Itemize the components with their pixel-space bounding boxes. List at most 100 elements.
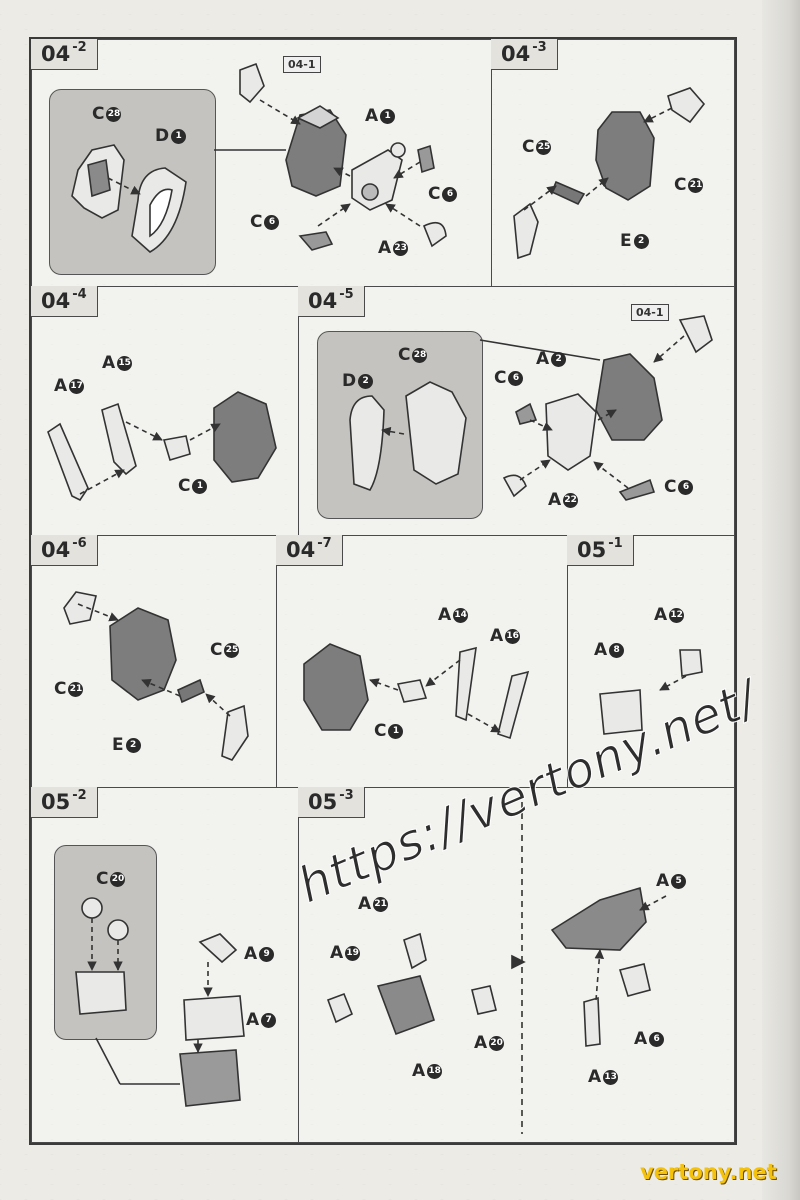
arm-link-a14 xyxy=(455,646,477,722)
part-a12 xyxy=(679,649,703,677)
small-part-c6 xyxy=(417,144,435,174)
step-number: 05-2 xyxy=(31,787,98,818)
cap-part-c1 xyxy=(162,435,191,461)
page-binding-edge xyxy=(762,0,800,1200)
upper-body-assembly xyxy=(550,886,647,951)
step-number: 05-1 xyxy=(567,535,634,566)
part-a9 xyxy=(198,933,238,964)
body-assembly xyxy=(376,975,435,1036)
pin-part-e2 xyxy=(550,180,586,206)
arm-link-a15 xyxy=(101,402,137,476)
part-a7 xyxy=(183,995,245,1041)
part-a20 xyxy=(471,985,497,1015)
step-number: 04-7 xyxy=(276,535,343,566)
ring-part-d2 xyxy=(349,395,385,491)
small-part-04-1 xyxy=(678,315,713,354)
armor-housing xyxy=(303,643,369,731)
connector-part-c25 xyxy=(221,704,249,761)
sub-assembly xyxy=(75,971,127,1015)
small-part-c6 xyxy=(298,231,334,251)
cap-part-c1 xyxy=(396,679,428,703)
part-a6 xyxy=(618,963,651,997)
step-number: 04-4 xyxy=(31,286,98,317)
shoulder-armor-assembly xyxy=(595,353,663,441)
part-a13 xyxy=(583,996,601,1047)
step-panel-05-3: 05-3 xyxy=(298,787,735,1143)
armor-housing xyxy=(109,607,177,701)
arm-link-a16 xyxy=(497,670,530,740)
cover-part-c21 xyxy=(667,87,706,124)
step-reference-box: 04-1 xyxy=(283,56,321,73)
arm-link-a17 xyxy=(47,422,89,502)
step-number: 04-5 xyxy=(298,286,365,317)
shoulder-armor-assembly xyxy=(285,105,347,197)
part-c20 xyxy=(107,919,129,941)
armor-housing xyxy=(213,391,277,483)
small-part-c6 xyxy=(515,402,538,425)
small-part-04-1 xyxy=(239,62,265,104)
ring-part-d1 xyxy=(131,167,187,253)
step-number: 04-2 xyxy=(31,39,98,70)
step-reference-box: 04-1 xyxy=(631,304,669,321)
step-number: 05-3 xyxy=(298,787,365,818)
joint-part-a2 xyxy=(545,393,597,471)
next-arrow-icon xyxy=(511,954,526,970)
pin-part-e2 xyxy=(177,678,205,704)
small-part-c6 xyxy=(618,478,656,501)
hip-assembly xyxy=(179,1049,241,1107)
small-part-a23 xyxy=(422,221,447,248)
step-number: 04-3 xyxy=(491,39,558,70)
part-a19 xyxy=(326,992,354,1024)
shoulder-armor-back xyxy=(595,111,655,201)
footer-watermark: vertony.net xyxy=(640,1160,777,1184)
step-panel-04-3: 04-3 xyxy=(491,39,735,287)
part-a8 xyxy=(599,689,643,735)
frame-part-c28 xyxy=(405,381,467,485)
cover-part-c21 xyxy=(63,591,97,625)
part-a21 xyxy=(403,932,427,970)
joint-part-a1 xyxy=(351,142,406,211)
step-number: 04-6 xyxy=(31,535,98,566)
frame-part-c28 xyxy=(71,144,125,219)
step-panel-04-5: 04-5 xyxy=(298,286,735,536)
connector-part-c25 xyxy=(513,202,539,260)
part-c20 xyxy=(81,897,103,919)
